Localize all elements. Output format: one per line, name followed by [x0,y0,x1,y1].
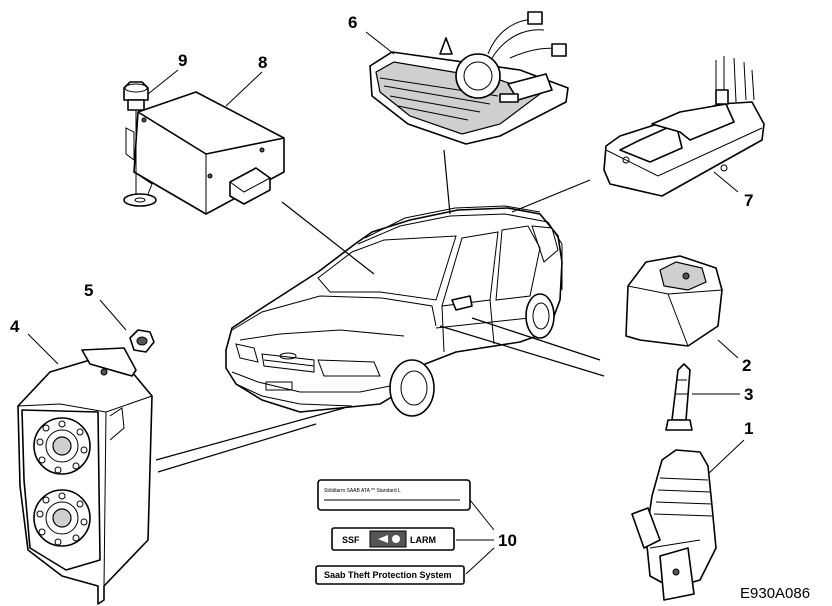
figure-id: E930A086 [740,585,810,602]
car-illustration [225,205,563,417]
decal-theft: Saab Theft Protection System [324,570,452,580]
switch-part-1 [631,449,717,601]
leader-lines [155,149,605,473]
tailgate-unit-part-7 [603,56,765,197]
callout-7: 7 [744,191,753,210]
callout-ticks [27,31,745,575]
callout-numbers: 1 2 3 4 5 6 7 8 9 10 [10,13,753,550]
callout-1: 1 [744,419,753,438]
siren-part-4 [17,347,153,605]
control-module-part-8 [125,91,285,215]
callout-10: 10 [498,531,517,550]
pin-part-3 [665,363,693,431]
decal-ssf: SSF [342,535,360,545]
callout-2: 2 [742,356,751,375]
decal-line-1: Stöldlarm SAAB ATA ** Standard L [324,488,401,494]
decal-larm: LARM [410,535,436,545]
nut-part-5 [129,329,155,353]
interior-lamp-part-6 [369,11,569,145]
callout-6: 6 [348,13,357,32]
callout-4: 4 [10,317,20,336]
callout-9: 9 [178,51,187,70]
decals-part-10: Stöldlarm SAAB ATA ** Standard L SSF LAR… [315,479,471,585]
callout-3: 3 [744,385,753,404]
callout-8: 8 [258,53,267,72]
cover-cap-part-2 [625,255,723,347]
bolt-part-9 [123,81,157,207]
callout-5: 5 [84,281,93,300]
